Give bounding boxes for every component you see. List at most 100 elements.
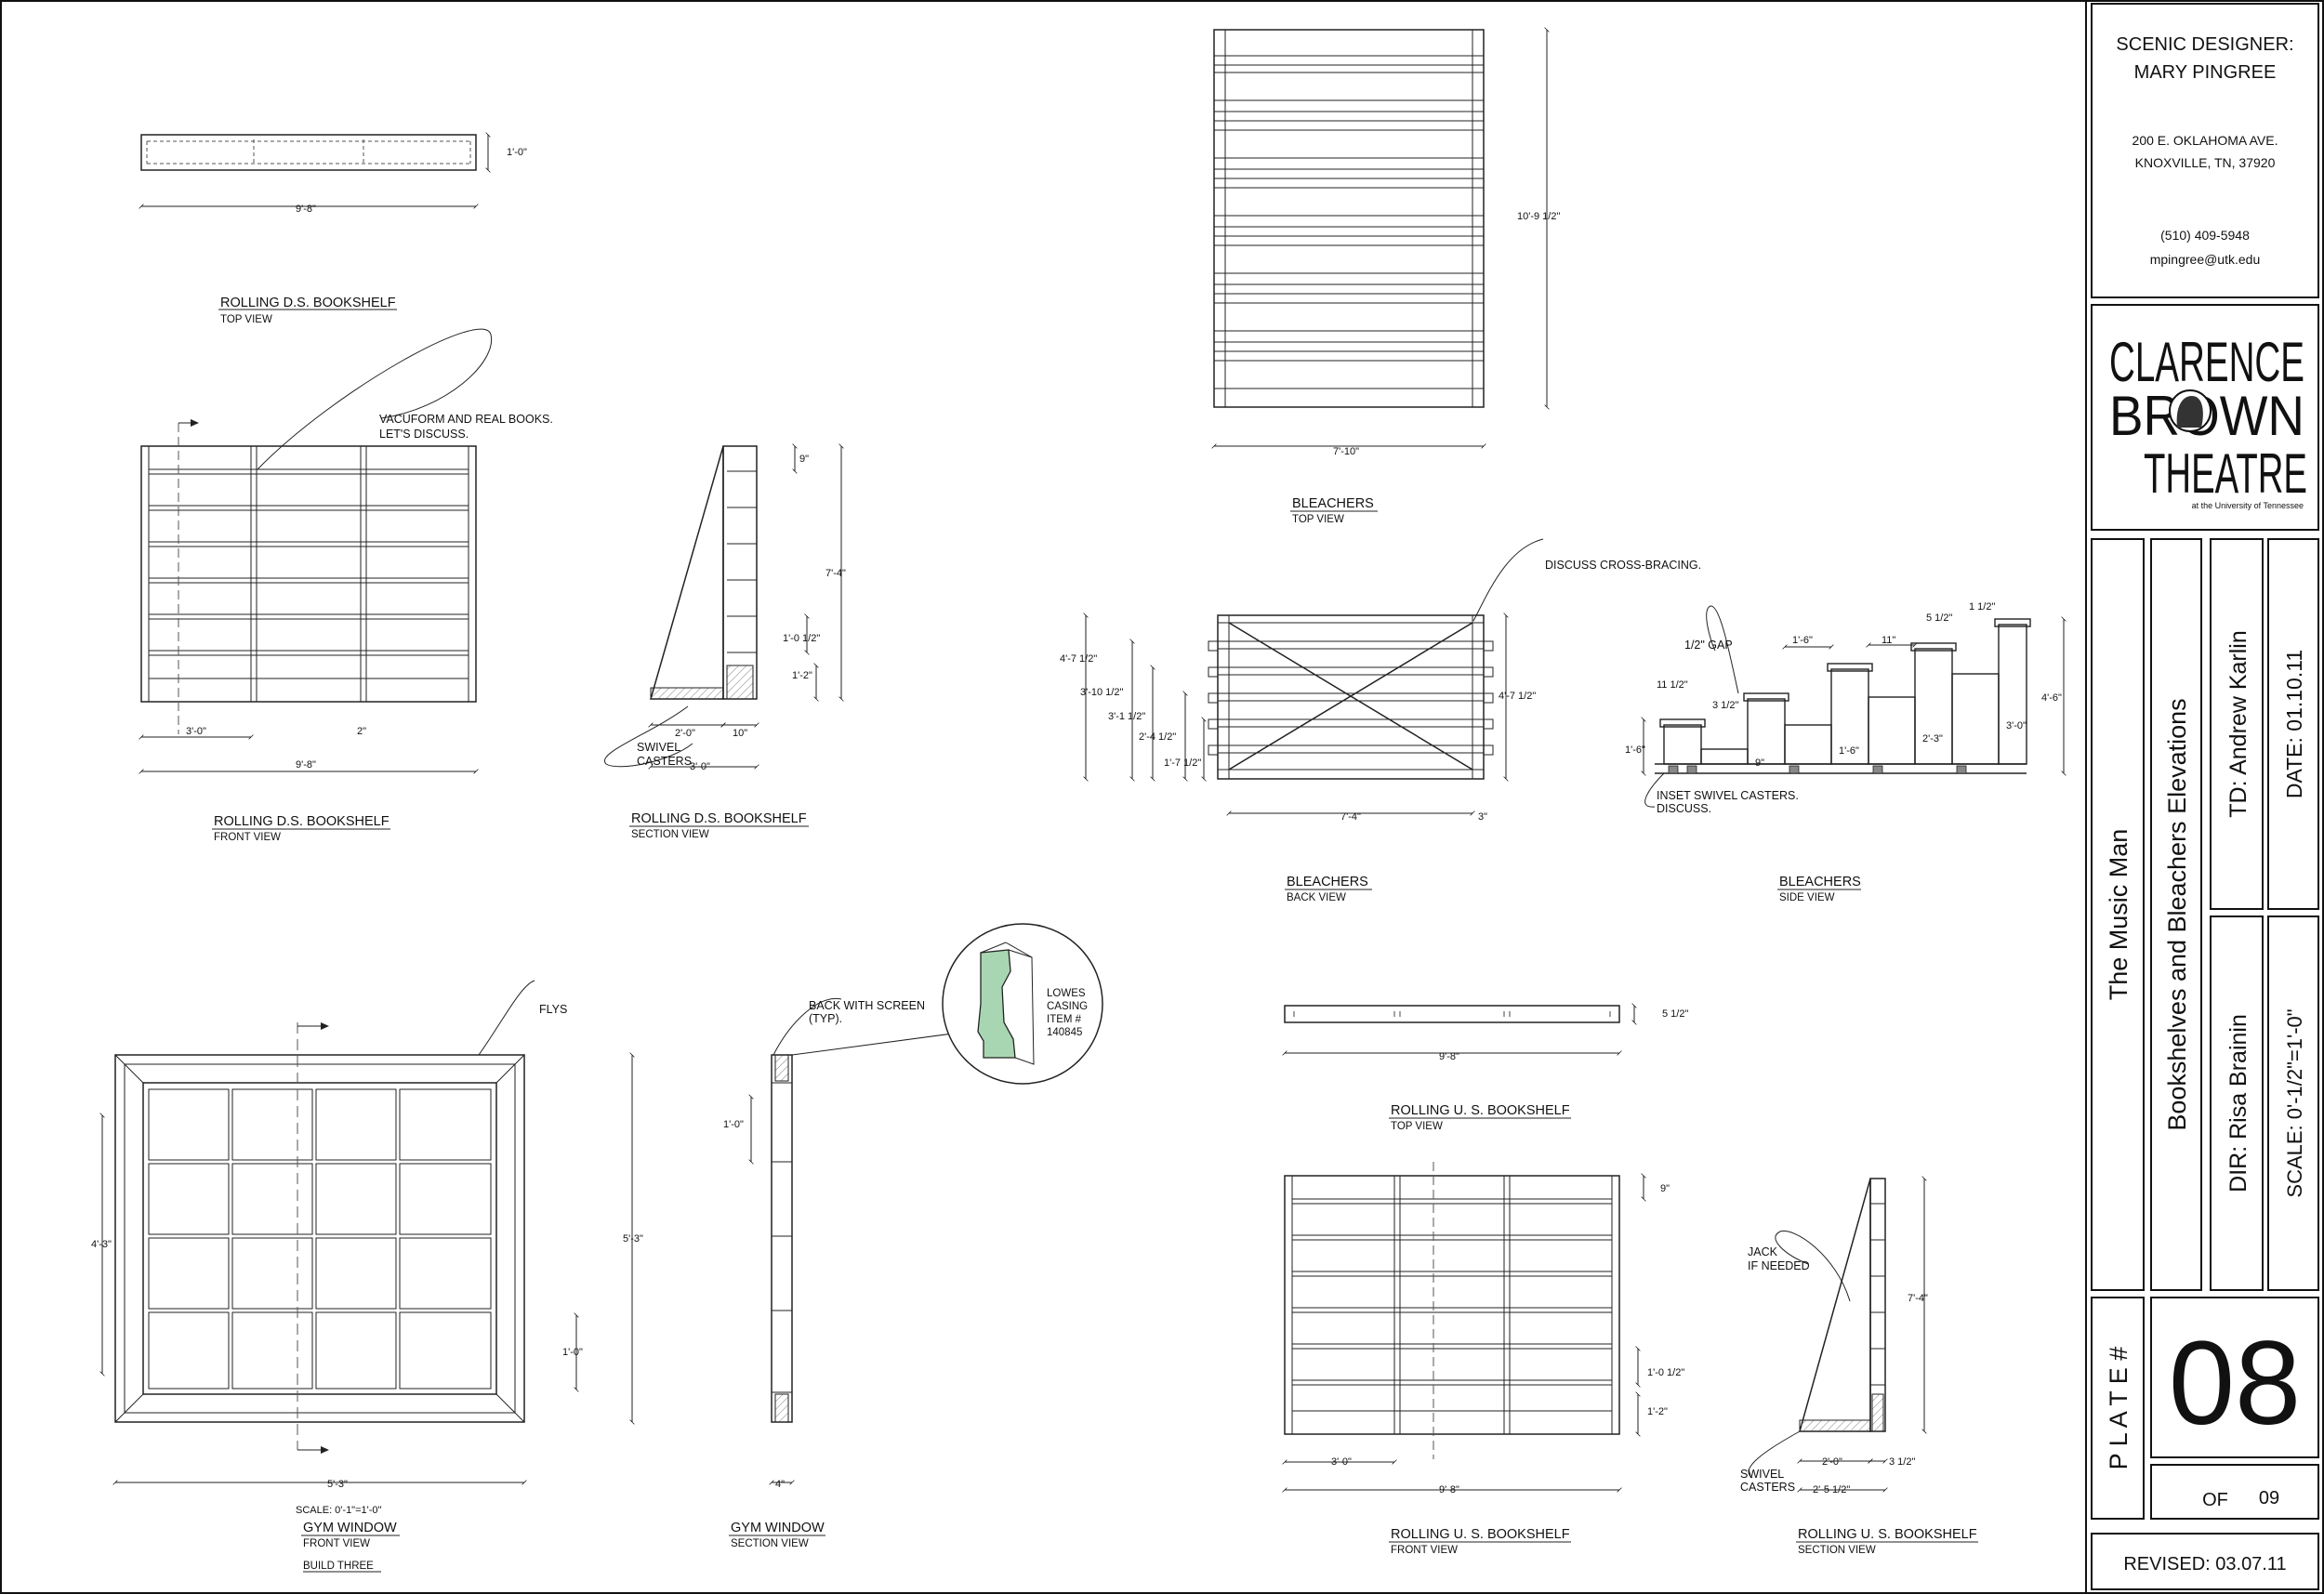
bl-side-note-2: DISCUSS. [1657,802,1711,815]
ds-sec-dim-depth: 10" [733,728,747,739]
us-bookshelf-top-view: 5 1/2" 9'-8" ROLLING U. S. BOOKSHELF TOP… [1282,1003,1688,1132]
us-bookshelf-section-view: JACK IF NEEDED SWIVEL CASTERS 7'-4" 2'-0… [1740,1176,1978,1556]
ds-front-note-2: LET'S DISCUSS. [379,428,469,441]
us-sec-note-4: CASTERS [1740,1481,1795,1494]
logo-line-1: CLARENCE [2109,331,2304,393]
bl-back-dim-2: 3'-10 1/2" [1080,687,1123,698]
bl-back-dim-5: 1'-7 1/2" [1164,757,1201,769]
bl-back-dim-1: 4'-7 1/2" [1060,653,1097,665]
ds-sec-note-2: CASTERS [637,755,692,768]
plate-number: 08 [2169,1317,2301,1450]
ds-front-stile-dim: 2" [357,726,366,737]
designer-label: SCENIC DESIGNER: [2116,34,2293,55]
ds-bookshelf-section-view: 9" 7'-4" 1'-0 1/2" 1'-2" 2'-0" 10" 3'-0"… [603,443,846,840]
bleachers-back-view: DISCUSS CROSS-BRACING. 4'-7 1/2" 3'-10 1… [1060,538,1701,903]
us-front-dim-1: 9" [1660,1183,1670,1194]
gym-front-build-note: BUILD THREE [303,1561,374,1572]
us-top-title: ROLLING U. S. BOOKSHELF [1391,1103,1570,1118]
bl-side-dim-1: 1 1/2" [1969,601,1995,613]
bl-top-subtitle: TOP VIEW [1292,514,1344,525]
bl-side-dim-4: 11" [1882,635,1895,646]
bl-top-title: BLEACHERS [1292,496,1374,511]
gym-window-section-view: BACK WITH SCREEN (TYP). 1'-0" 4" LOWES C… [723,923,1103,1549]
ds-sec-subtitle: SECTION VIEW [631,829,709,840]
us-sec-note-2: IF NEEDED [1748,1259,1810,1272]
us-front-title: ROLLING U. S. BOOKSHELF [1391,1527,1570,1542]
bl-back-dim-3: 3'-1 1/2" [1108,711,1145,722]
ds-front-width-dim: 9'-8" [296,759,316,771]
us-front-subtitle: FRONT VIEW [1391,1545,1458,1556]
ds-sec-note-1: SWIVEL [637,741,680,754]
bl-side-note-gap: 1/2" GAP [1684,639,1733,652]
gym-sec-note-1: BACK WITH SCREEN [809,999,925,1012]
gym-sec-subtitle: SECTION VIEW [731,1538,809,1549]
gym-front-note: FLYS [539,1003,567,1016]
ds-sec-title: ROLLING D.S. BOOKSHELF [631,811,807,826]
ds-bookshelf-front-view: VACUFORM AND REAL BOOKS. LET'S DISCUSS. … [139,328,553,843]
theatre-logo: CLARENCE BROWN THEATRE at the University… [2109,331,2307,510]
gym-front-dim-2: 5'-3" [623,1233,643,1245]
bl-side-dim-11: 2'-3" [1922,733,1943,744]
gym-sec-dim-2: 4" [775,1479,785,1490]
gym-front-dim-1: 4'-3" [91,1239,112,1250]
bl-back-dim-4: 2'-4 1/2" [1139,731,1176,743]
us-top-subtitle: TOP VIEW [1391,1121,1443,1132]
ds-top-subtitle: TOP VIEW [220,314,272,325]
drawing-title: Bookshelves and Bleachers Elevations [2163,698,2191,1130]
us-sec-note-1: JACK [1748,1245,1778,1258]
address-line-1: 200 E. OKLAHOMA AVE. [2133,133,2278,148]
designer-name: MARY PINGREE [2134,62,2277,83]
casing-detail-line-3: ITEM # [1047,1014,1082,1025]
bl-top-width-dim: 7'-10" [1333,446,1359,457]
ds-top-depth-dim: 1'-0" [507,147,527,158]
bl-back-dim-6: 4'-7 1/2" [1499,691,1536,702]
ds-front-note-1: VACUFORM AND REAL BOOKS. [379,413,553,426]
bl-side-dim-12: 3'-0" [2006,720,2027,731]
ds-sec-dim-shelf: 1'-0 1/2" [783,633,820,644]
email-address: mpingree@utk.edu [2150,252,2261,267]
bl-top-depth-dim: 10'-9 1/2" [1517,211,1560,222]
us-front-dim-3: 1'-2" [1647,1406,1668,1417]
bl-side-dim-5: 4'-6" [2041,692,2062,704]
bl-side-note-1: INSET SWIVEL CASTERS. [1657,789,1799,802]
us-sec-note-3: SWIVEL [1740,1468,1784,1481]
phone-number: (510) 409-5948 [2160,228,2250,243]
bl-side-dim-9: 9" [1755,757,1764,769]
logo-line-3: THEATRE [2144,442,2307,505]
of-label: OF [2202,1490,2228,1510]
us-sec-dim-2: 2'-0" [1822,1456,1842,1468]
director: DIR: Risa Brainin [2225,1014,2251,1192]
us-front-dim-2: 1'-0 1/2" [1647,1367,1684,1378]
gym-sec-dim-1: 1'-0" [723,1119,744,1130]
show-title: The Music Man [2105,829,2133,1001]
bl-back-dim-width: 7'-4" [1340,811,1361,823]
bl-side-title: BLEACHERS [1779,875,1861,889]
bl-back-note: DISCUSS CROSS-BRACING. [1545,559,1701,572]
gym-front-scale: SCALE: 0'-1"=1'-0" [296,1505,382,1516]
bl-back-subtitle: BACK VIEW [1287,892,1346,903]
ds-top-width-dim: 9'-8" [296,204,316,215]
bl-side-dim-3: 1'-6" [1792,635,1813,646]
bl-side-dim-8: 1'-6" [1625,744,1645,756]
ds-sec-dim-height: 7'-4" [825,568,846,579]
bl-side-dim-7: 3 1/2" [1712,700,1738,711]
casing-detail-line-4: 140845 [1047,1027,1082,1038]
us-sec-dim-3: 3 1/2" [1889,1456,1915,1468]
ds-front-title: ROLLING D.S. BOOKSHELF [214,814,390,829]
drawing-scale: SCALE: 0'-1/2"=1'-0" [2283,1008,2306,1197]
gym-window-front-view: FLYS 4'-3" 5'-3" 1'-0" 5'-3" SCALE: 0'-1… [91,980,643,1573]
ds-sec-dim-9: 9" [799,454,809,465]
us-top-dim-depth: 5 1/2" [1662,1008,1688,1020]
bl-side-dim-2: 5 1/2" [1926,613,1952,624]
bleachers-top-view: 10'-9 1/2" 7'-10" BLEACHERS TOP VIEW [1211,27,1560,525]
ds-front-subtitle: FRONT VIEW [214,832,281,843]
us-sec-dim-4: 2'-5 1/2" [1813,1484,1850,1495]
ds-bookshelf-top-view: 1'-0" 9'-8" ROLLING D.S. BOOKSHELF TOP V… [139,132,527,325]
bl-back-dim-post: 3" [1478,811,1487,823]
us-front-dim-5: 9'-8" [1439,1484,1459,1495]
casing-detail-line-2: CASING [1047,1001,1088,1012]
bl-side-subtitle: SIDE VIEW [1779,892,1835,903]
us-bookshelf-front-view: 9" 1'-0 1/2" 1'-2" 3'-0" 9'-8" ROLLING U… [1282,1162,1684,1556]
ds-sec-dim-base-width: 2'-0" [675,728,695,739]
